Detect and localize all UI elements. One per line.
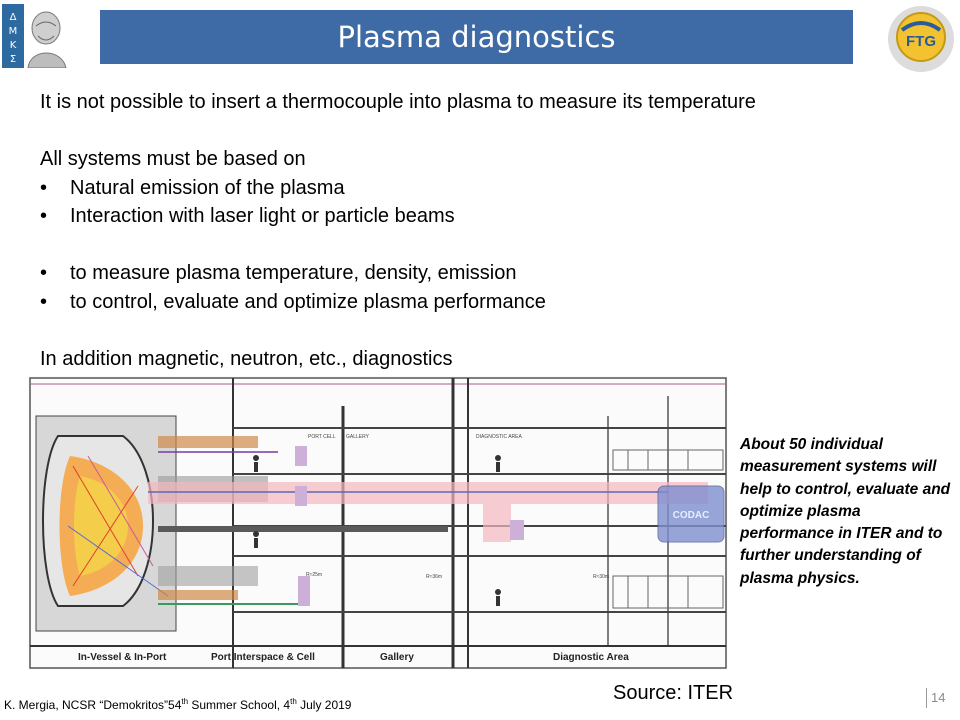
diagram-small-label: R≈30m bbox=[593, 574, 609, 580]
ftg-logo: FTG bbox=[886, 4, 956, 74]
bullet-dot: • bbox=[40, 262, 48, 284]
bullet-dot: • bbox=[40, 205, 48, 227]
body-line-1: It is not possible to insert a thermocou… bbox=[40, 91, 756, 113]
slide-title: Plasma diagnostics bbox=[100, 10, 853, 64]
iter-diagnostics-diagram: CODAC PORT CELL GALLERY DIAGNOSTIC AREA … bbox=[28, 376, 728, 670]
figure-caption: About 50 individual measurement systems … bbox=[740, 436, 951, 587]
diagram-label-gallery: Gallery bbox=[380, 652, 414, 663]
footer-sup: th bbox=[290, 697, 297, 706]
page-number-divider bbox=[926, 688, 927, 708]
footer-text: K. Mergia, NCSR “Demokritos”54th Summer … bbox=[4, 697, 351, 712]
diagram-label-in-vessel: In-Vessel & In-Port bbox=[78, 652, 167, 663]
diagram-small-label: GALLERY bbox=[346, 434, 370, 440]
footer-sup: th bbox=[181, 697, 189, 706]
diagram-small-label: PORT CELL bbox=[308, 434, 336, 440]
bullet-text: to measure plasma temperature, density, … bbox=[70, 262, 517, 284]
slide-title-text: Plasma diagnostics bbox=[337, 20, 616, 54]
svg-text:Μ: Μ bbox=[9, 26, 18, 37]
source-label: Source: ITER bbox=[613, 682, 734, 704]
bullet-dot: • bbox=[40, 176, 48, 199]
diagram-small-label: R≈36m bbox=[426, 574, 442, 580]
diagram-label-diagnostic-area: Diagnostic Area bbox=[553, 652, 629, 663]
svg-text:FTG: FTG bbox=[906, 33, 936, 50]
body-line-2: All systems must be based on bbox=[40, 148, 306, 170]
bullet-text: Natural emission of the plasma bbox=[70, 176, 345, 199]
slide-body: It is not possible to insert a thermocou… bbox=[40, 88, 920, 373]
demokritos-logo: Δ Μ Κ Σ bbox=[2, 4, 68, 69]
diagram-label-port-interspace: Port Interspace & Cell bbox=[211, 652, 315, 663]
svg-text:Κ: Κ bbox=[10, 40, 17, 51]
svg-text:Δ: Δ bbox=[10, 12, 17, 23]
bullet-text: to control, evaluate and optimize plasma… bbox=[70, 290, 546, 313]
diagram-small-label: R≈25m bbox=[306, 572, 322, 578]
bullet-item: • to measure plasma temperature, density… bbox=[40, 259, 920, 288]
footer-part: Summer School, 4 bbox=[188, 698, 291, 712]
codac-label: CODAC bbox=[673, 510, 710, 521]
bullet-item: • to control, evaluate and optimize plas… bbox=[40, 288, 920, 317]
bullet-dot: • bbox=[40, 290, 48, 313]
bullet-text: Interaction with laser light or particle… bbox=[70, 205, 455, 227]
footer-part: K. Mergia, NCSR “Demokritos”54 bbox=[4, 698, 182, 712]
body-line-3: In addition magnetic, neutron, etc., dia… bbox=[40, 347, 453, 370]
page-number: 14 bbox=[931, 690, 946, 705]
footer-part: July 2019 bbox=[296, 698, 352, 712]
bullet-item: • Natural emission of the plasma bbox=[40, 174, 920, 203]
diagram-small-label: DIAGNOSTIC AREA bbox=[476, 434, 523, 440]
bullet-item: • Interaction with laser light or partic… bbox=[40, 202, 920, 231]
svg-text:Σ: Σ bbox=[10, 54, 16, 65]
